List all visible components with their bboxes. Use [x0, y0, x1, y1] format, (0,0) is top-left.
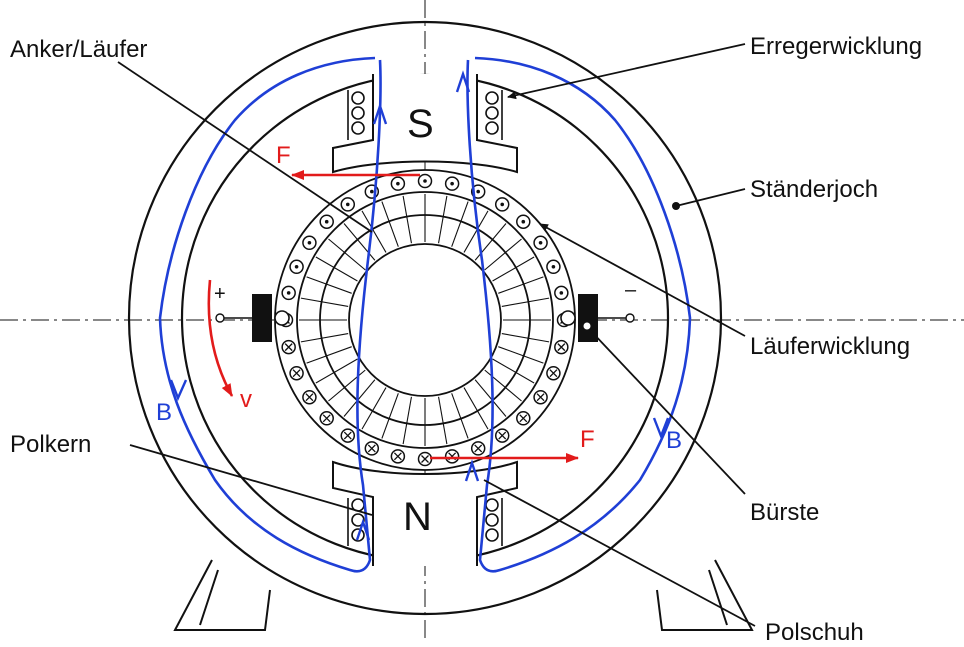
conductor: [390, 449, 406, 464]
conductor: [494, 197, 510, 212]
conductor: [319, 214, 334, 229]
pole-north: [332, 460, 518, 566]
machine-feet: [173, 559, 754, 631]
conductor: [470, 441, 486, 456]
armature-slot: [361, 387, 387, 430]
conductor: [554, 339, 569, 355]
armature-slot: [451, 201, 469, 247]
force-label-bottom: F: [580, 426, 595, 453]
armature-slot: [300, 333, 349, 343]
conductor: [533, 389, 548, 405]
conductor: [546, 259, 561, 275]
label-laeuferwicklung: Läuferwicklung: [750, 333, 910, 360]
label-erregerwicklung: Erregerwicklung: [750, 33, 922, 60]
conductor: [289, 365, 304, 381]
conductor: [554, 285, 569, 301]
conductor: [494, 428, 510, 443]
armature-slot: [451, 393, 469, 439]
armature-slot: [381, 201, 399, 247]
armature-slots: [299, 194, 551, 446]
field-label-right: B: [666, 427, 682, 454]
armature-slot: [474, 379, 507, 417]
conductor: [302, 235, 317, 251]
label-polkern: Polkern: [10, 431, 91, 458]
field-arrows: [169, 70, 670, 541]
field-label-left: B: [156, 399, 172, 426]
conductor: [289, 259, 304, 275]
armature-slot: [501, 297, 550, 307]
conductor: [546, 365, 561, 381]
armature-slot: [492, 358, 535, 384]
armature-slot: [492, 256, 535, 282]
armature-slot: [484, 238, 522, 271]
armature-slot: [381, 393, 399, 439]
armature-slot: [402, 396, 412, 445]
label-polschuh: Polschuh: [765, 619, 864, 642]
conductor: [444, 176, 460, 191]
field-lines: [158, 56, 692, 573]
minus-sign: –: [625, 279, 637, 301]
leader-lines: [117, 43, 756, 627]
pole-label-north: N: [403, 495, 432, 539]
conductor: [281, 339, 296, 355]
armature-slot: [438, 396, 448, 445]
brush-left: [215, 294, 290, 342]
conductor: [302, 389, 317, 405]
brush-right: [560, 294, 635, 342]
armature-slot: [498, 276, 544, 294]
armature-slot: [300, 297, 349, 307]
velocity-label: v: [240, 386, 252, 413]
conductor: [340, 428, 356, 443]
armature-slot: [402, 195, 412, 244]
armature-slot: [438, 195, 448, 244]
conductor: [340, 197, 356, 212]
armature-slot: [315, 358, 358, 384]
conductor: [281, 285, 296, 301]
armature-slot: [361, 210, 387, 253]
conductor: [390, 176, 406, 191]
staenderjoch-dot: [672, 202, 680, 210]
armature-slot: [315, 256, 358, 282]
conductor: [417, 451, 433, 467]
conductor: [533, 235, 548, 251]
force-arrows: [207, 170, 579, 463]
pole-label-south: S: [407, 102, 434, 146]
armature: [274, 169, 576, 471]
armature-slot: [463, 387, 489, 430]
label-anker-laeufer: Anker/Läufer: [10, 36, 147, 63]
armature-slot: [306, 346, 352, 364]
conductor: [364, 441, 380, 456]
label-staenderjoch: Ständerjoch: [750, 176, 878, 203]
conductor: [444, 449, 460, 464]
field-coils: [347, 90, 503, 546]
armature-slot: [328, 238, 366, 271]
label-buerste: Bürste: [750, 499, 819, 526]
armature-slot: [343, 379, 376, 417]
conductor: [516, 411, 531, 426]
armature-slot: [498, 346, 544, 364]
plus-sign: +: [214, 283, 226, 305]
armature-slot: [501, 333, 550, 343]
conductor: [516, 214, 531, 229]
armature-slot: [463, 210, 489, 253]
conductor: [319, 411, 334, 426]
armature-slot: [306, 276, 352, 294]
force-label-top: F: [276, 142, 291, 169]
conductor: [417, 173, 433, 189]
